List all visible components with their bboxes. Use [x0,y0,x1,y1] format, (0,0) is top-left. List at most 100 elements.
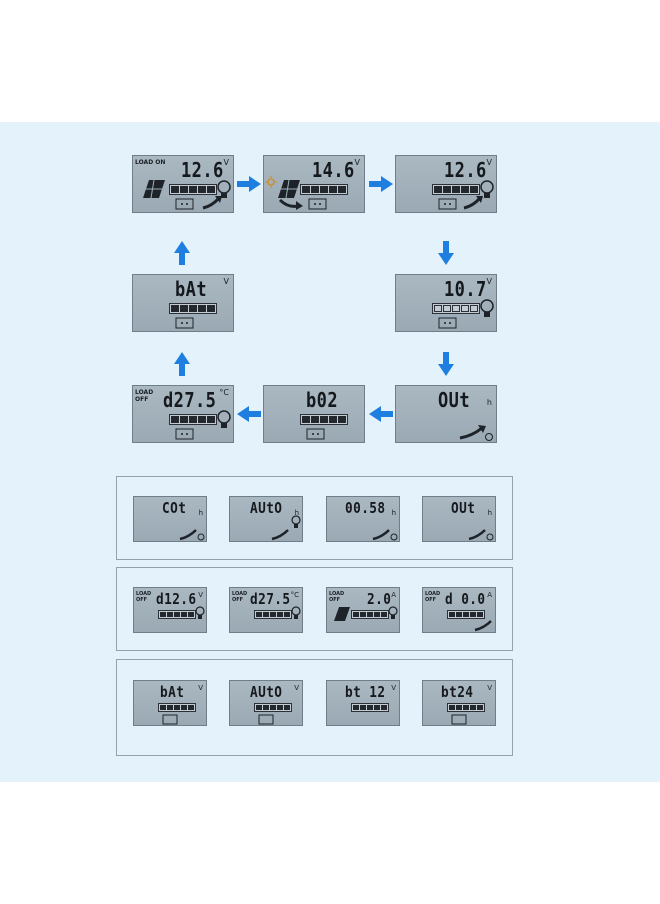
load-off-label: LOAD OFF [329,591,345,603]
lcd-unit: h [294,509,299,517]
lcd-setting: 00.58 h [326,496,400,542]
battery-level-bars [300,414,348,425]
load-off-label: LOAD OFF [135,389,154,403]
lcd-digits: d 0.0 [445,590,486,608]
lcd-unit: °C [290,591,299,599]
light-bulb-icon [291,515,301,528]
lcd-digits: 14.6 [312,158,355,182]
arrow-up-icon [174,352,190,376]
charge-arrow-icon [278,198,303,210]
battery-icon [438,317,457,329]
lcd-load-off-temp: LOAD OFF d27.5 °C [132,385,234,443]
load-on-label: LOAD ON [135,159,166,166]
arrow-left-icon [369,406,393,422]
lcd-setting: bAt V [133,680,207,726]
battery-level-bars [300,184,348,195]
lcd-out-mode: OUt h [395,385,497,443]
lcd-low-voltage: 10.7 V [395,274,497,332]
lcd-setting: LOAD OFF 2.0 A [326,587,400,633]
arrow-down-icon [438,241,454,265]
lcd-unit: h [486,398,492,407]
battery-icon [451,714,467,725]
load-arrow-icon [468,529,494,541]
lcd-unit: °C [219,388,229,397]
load-arrow-icon [474,620,492,632]
settings-group-battery-type [116,659,513,756]
lcd-setting: LOAD OFF d 0.0 A [422,587,496,633]
lcd-unit: V [487,684,492,692]
battery-icon [258,714,274,725]
lcd-digits: bAt [160,683,185,701]
lcd-digits: 12.6 [444,158,487,182]
battery-level-bars [254,610,292,619]
lcd-unit: V [294,684,299,692]
battery-level-bars [158,610,196,619]
battery-level-bars [432,184,480,195]
battery-icon [308,198,327,210]
lcd-setting: OUt h [422,496,496,542]
lcd-digits: 2.0 [367,590,392,608]
battery-icon [175,317,194,329]
lcd-setting: LOAD OFF d12.6 V [133,587,207,633]
battery-level-bars [169,414,217,425]
lcd-digits: b02 [306,388,338,412]
settings-group-load-mode [116,476,513,560]
load-arrow-icon [179,529,205,541]
solar-panel-icon [278,179,300,199]
lcd-unit: V [354,158,360,167]
lcd-digits: AUtO [250,499,283,517]
lcd-load-on: LOAD ON 12.6 V [132,155,234,213]
lcd-digits: COt [162,499,187,517]
load-off-label: LOAD OFF [425,591,441,603]
light-bulb-icon [217,410,231,428]
lcd-setting: COt h [133,496,207,542]
lcd-setting: AUtO V [229,680,303,726]
settings-group-load-off [116,567,513,651]
arrow-right-icon [369,176,393,192]
battery-level-bars [351,703,389,712]
load-off-label: LOAD OFF [232,591,248,603]
battery-level-bars [351,610,389,619]
lcd-digits: d12.6 [156,590,197,608]
battery-icon [175,428,194,440]
battery-level-bars [447,610,485,619]
solar-panel-icon [143,179,165,199]
lcd-digits: bt 12 [345,683,386,701]
battery-icon [162,714,178,725]
battery-level-bars [432,303,480,314]
light-bulb-icon [217,180,231,198]
lcd-unit: V [198,591,203,599]
arrow-up-icon [174,241,190,265]
lcd-unit: V [198,684,203,692]
lcd-unit: h [487,509,492,517]
light-bulb-icon [480,180,494,198]
lcd-b02: b02 [263,385,365,443]
lcd-load-output: 12.6 V [395,155,497,213]
lcd-digits: OUt [451,499,476,517]
load-off-label: LOAD OFF [136,591,152,603]
lcd-digits: 12.6 [181,158,224,182]
load-arrow-icon [459,425,493,441]
lcd-unit: h [198,509,203,517]
lcd-unit: h [391,509,396,517]
lcd-setting: bt 12 V [326,680,400,726]
lcd-digits: 10.7 [444,277,487,301]
lcd-unit: V [391,684,396,692]
light-bulb-icon [388,606,398,619]
solar-panel-icon [334,607,350,621]
lcd-unit: A [391,591,396,599]
load-arrow-icon [372,529,398,541]
sun-icon [265,176,277,188]
battery-level-bars [447,703,485,712]
lcd-bat-type: bAt V [132,274,234,332]
arrow-right-icon [237,176,261,192]
light-bulb-icon [291,606,301,619]
battery-level-bars [169,303,217,314]
battery-level-bars [169,184,217,195]
arrow-left-icon [237,406,261,422]
light-bulb-icon [195,606,205,619]
lcd-unit: V [223,277,229,286]
load-arrow-icon [202,196,222,210]
lcd-digits: bAt [175,277,207,301]
lcd-digits: OUt [438,388,470,412]
